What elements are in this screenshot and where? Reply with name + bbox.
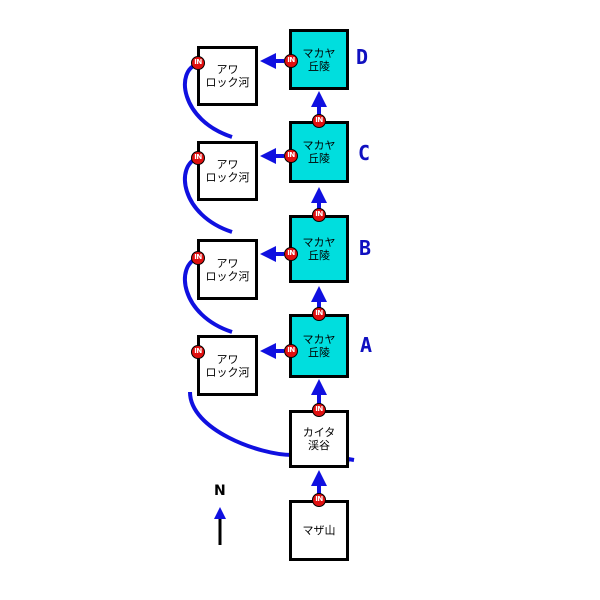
row-label-d: D (356, 45, 369, 69)
entrance-badge-hill-c-west: IN (284, 149, 298, 163)
entrance-badge-hill-c-south: IN (312, 114, 326, 128)
room-label: カイタ 渓谷 (302, 426, 336, 452)
entrance-badge-hill-b-south: IN (312, 208, 326, 222)
entrance-badge-maza: IN (312, 493, 326, 507)
room-awarock-river-d: アワ ロック河 (197, 46, 258, 106)
room-label: アワ ロック河 (205, 63, 250, 89)
room-makaya-hill-a: マカヤ 丘陵 (289, 314, 349, 378)
return-path-a-to-kaita (188, 391, 293, 457)
room-makaya-hill-b: マカヤ 丘陵 (289, 215, 349, 283)
room-awarock-river-c: アワ ロック河 (197, 141, 258, 201)
room-makaya-hill-d: マカヤ 丘陵 (289, 29, 349, 90)
entrance-badge-kaita: IN (312, 403, 326, 417)
return-path-kaita-end (347, 457, 355, 462)
row-label-c: C (358, 141, 371, 165)
entrance-badge-hill-a-west: IN (284, 344, 298, 358)
row-label-a: A (360, 333, 373, 357)
entrance-badge-hill-d-west: IN (284, 54, 298, 68)
room-makaya-hill-c: マカヤ 丘陵 (289, 121, 349, 183)
entrance-badge-river-b: IN (191, 251, 205, 265)
room-label: マザ山 (302, 524, 336, 537)
room-maza-mountain: マザ山 (289, 500, 349, 561)
room-label: マカヤ 丘陵 (302, 46, 336, 73)
entrance-badge-river-a: IN (191, 345, 205, 359)
room-awarock-river-a: アワ ロック河 (197, 335, 258, 396)
room-kaita-valley: カイタ 渓谷 (289, 410, 349, 468)
room-label: アワ ロック河 (205, 256, 250, 283)
compass-north-label: N (214, 483, 226, 499)
entrance-badge-river-c: IN (191, 151, 205, 165)
return-path-d-to-c (183, 62, 233, 139)
row-label-b: B (359, 236, 372, 260)
room-label: マカヤ 丘陵 (302, 139, 336, 165)
room-label: アワ ロック河 (205, 158, 250, 184)
entrance-badge-hill-b-west: IN (284, 247, 298, 261)
entrance-badge-river-d: IN (191, 56, 205, 70)
room-label: アワ ロック河 (205, 352, 250, 379)
room-awarock-river-b: アワ ロック河 (197, 239, 258, 300)
room-label: マカヤ 丘陵 (302, 333, 336, 359)
entrance-badge-hill-a-south: IN (312, 307, 326, 321)
room-label: マカヤ 丘陵 (302, 236, 336, 262)
